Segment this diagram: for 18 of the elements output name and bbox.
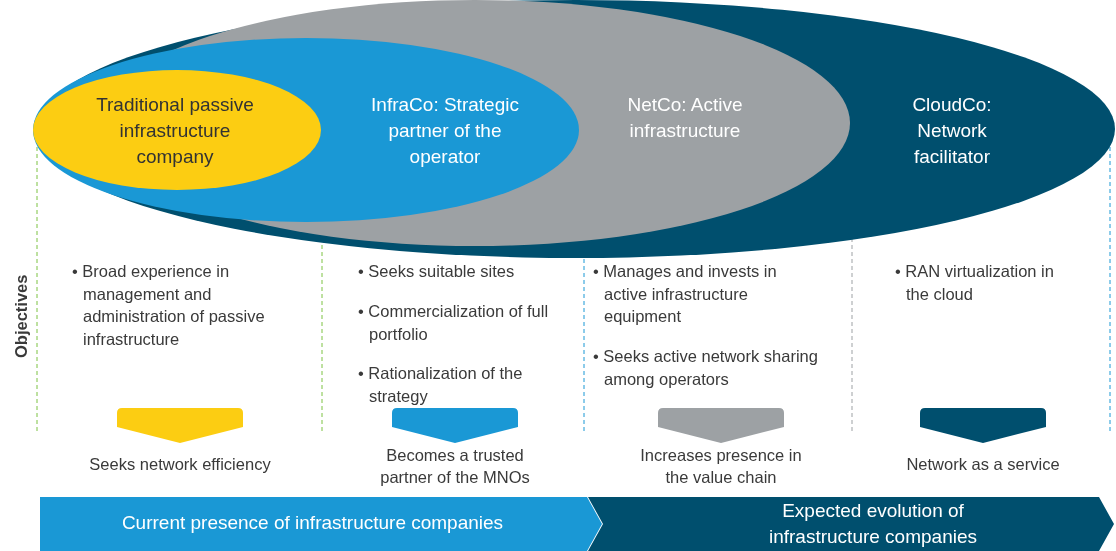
objective-item: • RAN virtualization in the cloud <box>895 261 1055 305</box>
company-type-title: CloudCo: Network facilitator <box>911 93 993 169</box>
objective-item: • Seeks suitable sites <box>358 261 516 282</box>
objective-item: • Manages and invests in active infrastructure equipment <box>593 261 778 327</box>
objective-item: • Commercialization of full portfolio <box>358 301 549 345</box>
company-type-title: NetCo: Active infrastructure <box>626 93 744 143</box>
outcome-text: Seeks network efficiency <box>88 454 272 475</box>
outcome-text: Becomes a trusted partner of the MNOs <box>379 445 531 488</box>
objective-item: • Broad experience in management and administration of passive infrastructure <box>72 261 266 350</box>
objective-item: • Seeks active network sharing among operators <box>593 346 819 390</box>
outcome-text: Network as a service <box>905 454 1061 475</box>
company-type-title: InfraCo: Strategic partner of the operator <box>370 93 520 169</box>
outcome-text: Increases presence in the value chain <box>639 445 803 488</box>
band-title: Expected evolution of infrastructure companies <box>767 499 978 549</box>
objective-item: • Rationalization of the strategy <box>358 363 524 407</box>
company-type-title: Traditional passive infrastructure company <box>95 93 255 169</box>
axis-label: Objectives <box>11 274 31 358</box>
band-title: Current presence of infrastructure companies <box>120 511 505 535</box>
